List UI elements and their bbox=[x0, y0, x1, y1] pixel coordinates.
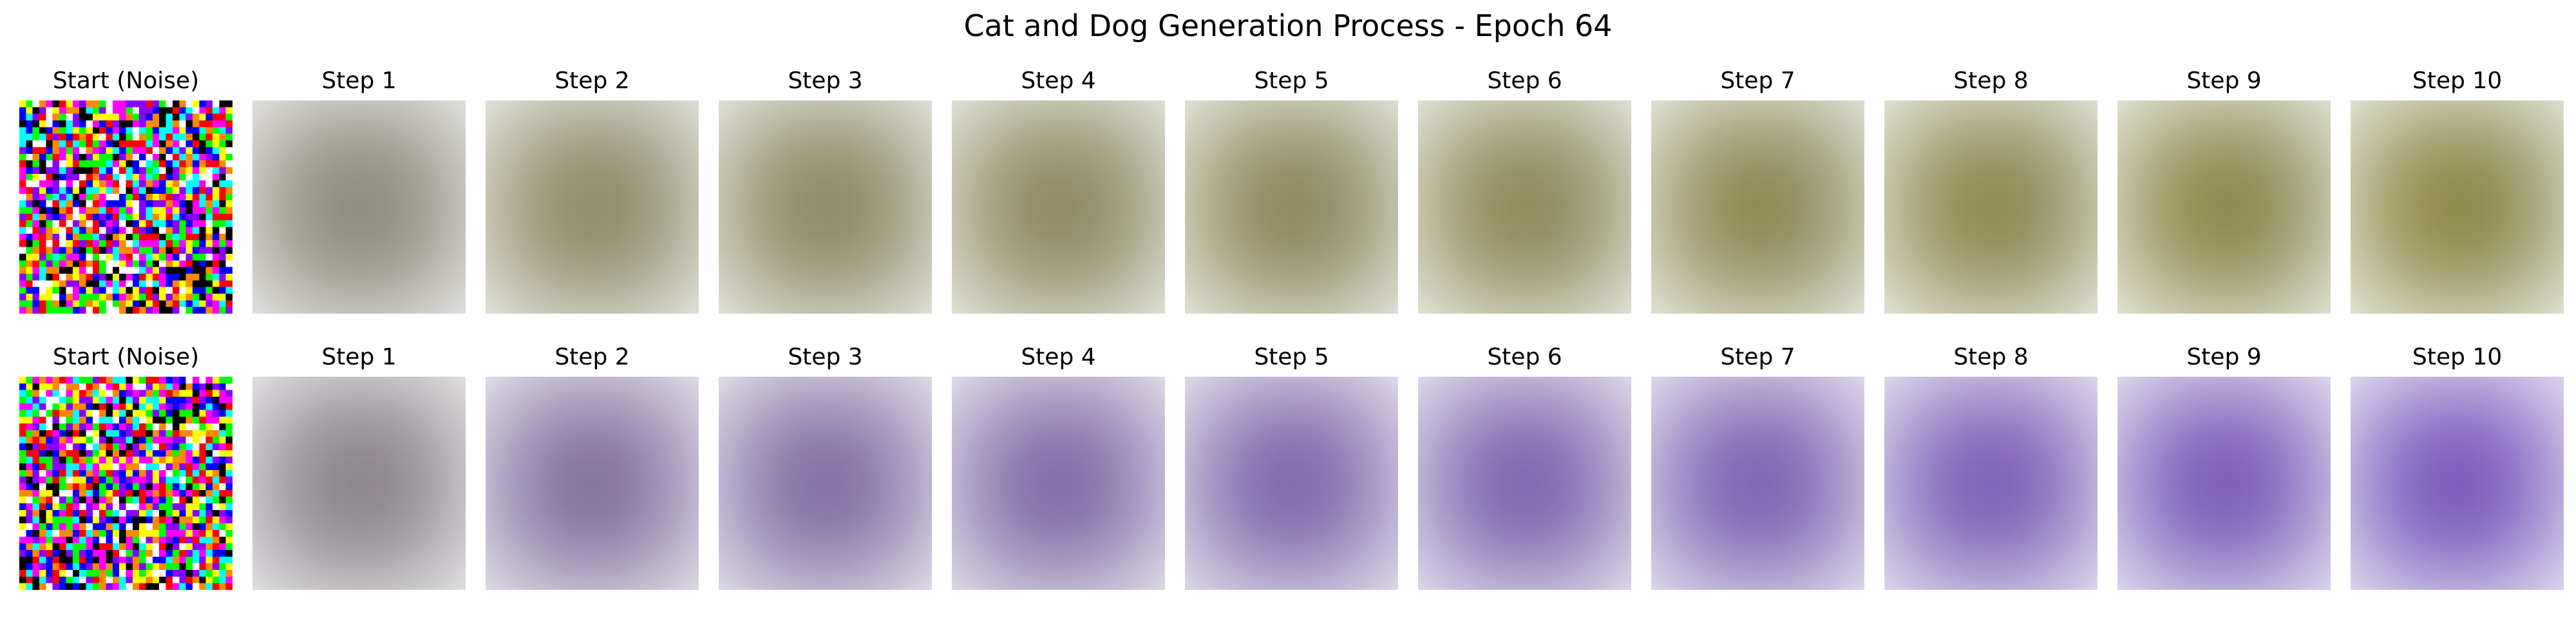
generated-image bbox=[2351, 377, 2564, 590]
noise-image bbox=[19, 100, 232, 314]
generated-image bbox=[719, 100, 932, 314]
panel-r1-step-6: Step 6 bbox=[1418, 67, 1631, 314]
panel-r2-step-9: Step 9 bbox=[2117, 343, 2331, 590]
panel-r2-step-1: Step 1 bbox=[252, 343, 466, 590]
panel-title: Step 9 bbox=[2186, 344, 2262, 370]
generated-image bbox=[1418, 100, 1631, 314]
generated-image bbox=[1884, 377, 2098, 590]
panel-title: Step 4 bbox=[1021, 68, 1096, 94]
panel-r2-step-5: Step 5 bbox=[1185, 343, 1398, 590]
figure-title: Cat and Dog Generation Process - Epoch 6… bbox=[963, 8, 1613, 43]
generated-image bbox=[486, 100, 699, 314]
generated-image bbox=[2117, 100, 2331, 314]
generated-image bbox=[1884, 100, 2098, 314]
panel-r1-step-10: Step 10 bbox=[2351, 67, 2564, 314]
panel-r1-step-7: Step 7 bbox=[1651, 67, 1864, 314]
panel-r1-step-8: Step 8 bbox=[1884, 67, 2098, 314]
panel-title: Step 10 bbox=[2412, 344, 2503, 370]
panel-title: Start (Noise) bbox=[52, 344, 200, 370]
panel-r1-step-9: Step 9 bbox=[2117, 67, 2331, 314]
panel-title: Step 8 bbox=[1953, 344, 2029, 370]
panel-r2-step-10: Step 10 bbox=[2351, 343, 2564, 590]
panel-r1-step-4: Step 4 bbox=[952, 67, 1165, 314]
panel-title: Step 1 bbox=[321, 68, 397, 94]
generated-image bbox=[2117, 377, 2331, 590]
panel-title: Step 6 bbox=[1487, 68, 1562, 94]
panel-r2-step-7: Step 7 bbox=[1651, 343, 1864, 590]
panel-r2-step-2: Step 2 bbox=[486, 343, 699, 590]
panel-r1-step-3: Step 3 bbox=[719, 67, 932, 314]
panel-r2-step-8: Step 8 bbox=[1884, 343, 2098, 590]
noise-image bbox=[19, 377, 232, 590]
panel-title: Step 4 bbox=[1021, 344, 1096, 370]
generated-image bbox=[1185, 100, 1398, 314]
panel-r2-step-4: Step 4 bbox=[952, 343, 1165, 590]
panel-title: Step 6 bbox=[1487, 344, 1562, 370]
generated-image bbox=[1651, 377, 1864, 590]
panel-r1-step-1: Step 1 bbox=[252, 67, 466, 314]
panel-r2-step-6: Step 6 bbox=[1418, 343, 1631, 590]
panel-title: Step 8 bbox=[1953, 68, 2029, 94]
panel-title: Step 9 bbox=[2186, 68, 2262, 94]
generated-image bbox=[486, 377, 699, 590]
panel-title: Step 5 bbox=[1254, 344, 1329, 370]
panel-title: Step 5 bbox=[1254, 68, 1329, 94]
generated-image bbox=[2351, 100, 2564, 314]
panel-title: Start (Noise) bbox=[52, 68, 200, 94]
panel-r1-step-2: Step 2 bbox=[486, 67, 699, 314]
generated-image bbox=[252, 377, 466, 590]
generated-image bbox=[1418, 377, 1631, 590]
generated-image bbox=[952, 100, 1165, 314]
panel-title: Step 1 bbox=[321, 344, 397, 370]
panel-title: Step 2 bbox=[554, 68, 630, 94]
panel-r1-step-5: Step 5 bbox=[1185, 67, 1398, 314]
generated-image bbox=[252, 100, 466, 314]
panel-title: Step 2 bbox=[554, 344, 630, 370]
generated-image bbox=[1651, 100, 1864, 314]
panel-title: Step 10 bbox=[2412, 68, 2503, 94]
panel-title: Step 3 bbox=[788, 344, 863, 370]
panel-r1-start: Start (Noise) bbox=[19, 67, 232, 314]
panel-title: Step 7 bbox=[1720, 68, 1795, 94]
panel-r2-step-3: Step 3 bbox=[719, 343, 932, 590]
panel-r2-start: Start (Noise) bbox=[19, 343, 232, 590]
panel-title: Step 3 bbox=[788, 68, 863, 94]
generated-image bbox=[1185, 377, 1398, 590]
panel-title: Step 7 bbox=[1720, 344, 1795, 370]
generated-image bbox=[719, 377, 932, 590]
generated-image bbox=[952, 377, 1165, 590]
